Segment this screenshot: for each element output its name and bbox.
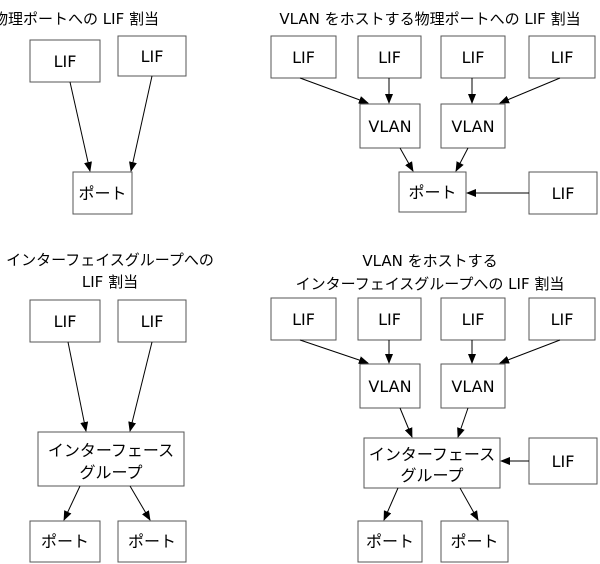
- arrow-lif-to-vlan: [299, 339, 369, 364]
- panel-title: VLAN をホストする物理ポートへの LIF 割当: [279, 10, 580, 28]
- port-label: ポート: [41, 532, 89, 551]
- arrow-vlan-to-interface-group: [399, 407, 413, 438]
- lif-label: LIF: [462, 48, 485, 67]
- lif-label: LIF: [552, 184, 575, 203]
- panel-vlan-interface-group: VLAN をホストする インターフェイスグループへの LIF 割当 LIF LI…: [270, 252, 598, 563]
- arrow-vlan-to-port: [455, 147, 469, 172]
- vlan-label: VLAN: [368, 377, 411, 396]
- lif-box: LIF: [528, 297, 596, 341]
- vlan-box: VLAN: [359, 363, 421, 409]
- lif-label: LIF: [552, 452, 575, 471]
- interface-group-box: インターフェース グループ: [37, 431, 185, 487]
- port-box: ポート: [398, 171, 467, 213]
- port-box: ポート: [440, 520, 509, 563]
- arrow-interface-group-to-port: [383, 487, 399, 521]
- lif-label: LIF: [141, 47, 164, 66]
- interface-group-label-line2: グループ: [79, 463, 142, 482]
- panel-title-line2: インターフェイスグループへの LIF 割当: [296, 275, 565, 293]
- vlan-label: VLAN: [451, 377, 494, 396]
- lif-label: LIF: [378, 48, 401, 67]
- panel-title-line1: インターフェイスグループへの: [6, 251, 214, 269]
- interface-group-label-line2: グループ: [400, 466, 463, 485]
- port-box: ポート: [29, 520, 101, 563]
- arrow-lif-to-port: [69, 81, 92, 172]
- panel-vlan-physical-port: VLAN をホストする物理ポートへの LIF 割当 LIF LIF LIF LI…: [270, 10, 598, 215]
- interface-group-box: インターフェース グループ: [363, 437, 501, 489]
- lif-box: LIF: [528, 171, 598, 215]
- port-box: ポート: [357, 520, 423, 563]
- lif-box: LIF: [29, 39, 101, 83]
- lif-box: LIF: [440, 297, 506, 341]
- port-label: ポート: [450, 532, 498, 551]
- interface-group-label-line1: インターフェース: [48, 441, 174, 460]
- panel-title: 物理ポートへの LIF 割当: [0, 10, 159, 28]
- lif-box: LIF: [117, 299, 187, 343]
- lif-box: LIF: [528, 437, 598, 485]
- arrow-interface-group-to-port: [459, 487, 479, 521]
- arrow-lif-to-interface-group: [128, 341, 153, 432]
- port-label: ポート: [408, 183, 456, 202]
- arrow-lif-to-vlan: [299, 77, 369, 104]
- lif-box: LIF: [440, 35, 506, 79]
- lif-label: LIF: [551, 310, 574, 329]
- panel-title-line1: VLAN をホストする: [362, 252, 497, 270]
- arrow-interface-group-to-port: [63, 485, 81, 521]
- arrow-vlan-to-port: [399, 147, 414, 172]
- lif-label: LIF: [462, 310, 485, 329]
- lif-box: LIF: [270, 297, 337, 341]
- vlan-box: VLAN: [440, 363, 506, 409]
- vlan-box: VLAN: [440, 103, 506, 149]
- lif-box: LIF: [117, 35, 187, 77]
- port-box: ポート: [72, 171, 133, 215]
- lif-box: LIF: [357, 297, 422, 341]
- port-box: ポート: [117, 520, 187, 563]
- vlan-label: VLAN: [451, 117, 494, 136]
- port-label: ポート: [366, 532, 414, 551]
- arrow-lif-to-interface-group: [67, 341, 89, 432]
- lif-label: LIF: [292, 48, 315, 67]
- arrow-lif-to-vlan: [499, 77, 561, 104]
- panel-title-line2: LIF 割当: [82, 273, 138, 291]
- port-label: ポート: [128, 532, 176, 551]
- panel-interface-group: インターフェイスグループへの LIF 割当 LIF LIF インターフェース グ…: [6, 251, 214, 563]
- lif-label: LIF: [378, 310, 401, 329]
- lif-label: LIF: [292, 310, 315, 329]
- lif-box: LIF: [29, 299, 101, 343]
- arrow-interface-group-to-port: [129, 485, 151, 521]
- vlan-box: VLAN: [359, 103, 421, 149]
- lif-label: LIF: [141, 312, 164, 331]
- panel-physical-port: 物理ポートへの LIF 割当 LIF LIF ポート: [0, 10, 187, 215]
- vlan-label: VLAN: [368, 117, 411, 136]
- lif-box: LIF: [357, 35, 422, 79]
- lif-box: LIF: [528, 35, 596, 79]
- arrow-vlan-to-interface-group: [457, 407, 469, 438]
- arrow-lif-to-port: [129, 75, 153, 172]
- interface-group-label-line1: インターフェース: [369, 445, 495, 464]
- lif-label: LIF: [54, 312, 77, 331]
- arrow-lif-to-vlan: [499, 339, 561, 364]
- lif-box: LIF: [270, 35, 337, 79]
- port-label: ポート: [78, 184, 126, 203]
- lif-label: LIF: [54, 52, 77, 71]
- lif-label: LIF: [551, 48, 574, 67]
